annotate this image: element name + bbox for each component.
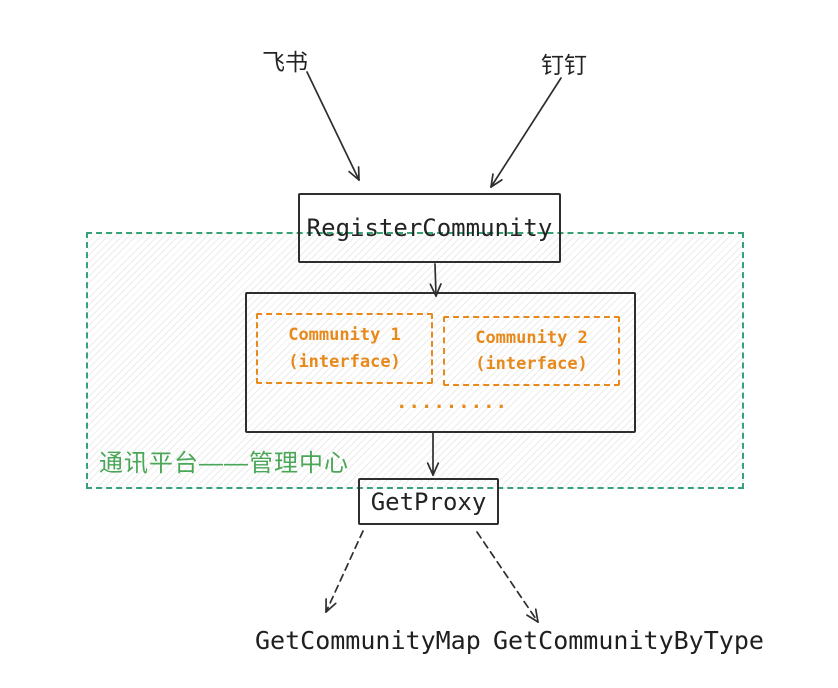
get-community-map-label: GetCommunityMap bbox=[255, 626, 481, 655]
get-proxy-label: GetProxy bbox=[370, 487, 487, 516]
arrow-dingtalk-to-register-head bbox=[490, 173, 494, 188]
platform-container-label: 通讯平台——管理中心 bbox=[99, 450, 349, 477]
arrow-getproxy-to-map-head bbox=[325, 602, 337, 613]
more-communities-ellipsis: ......... bbox=[396, 391, 508, 413]
arrow-feishu-to-register bbox=[306, 71, 360, 181]
arrow-dingtalk-to-register-head bbox=[490, 179, 503, 188]
arrow-getproxy-to-bytype bbox=[476, 531, 539, 623]
community-2-box: Community 2 (interface) bbox=[443, 316, 620, 386]
community-1-box: Community 1 (interface) bbox=[256, 313, 433, 384]
arrow-feishu-to-register-head bbox=[348, 170, 360, 181]
arrow-getproxy-to-map bbox=[325, 530, 364, 613]
get-proxy-box: GetProxy bbox=[358, 478, 499, 525]
community-1-subtitle: (interface) bbox=[288, 351, 401, 372]
community-2-title: Community 2 bbox=[475, 327, 588, 348]
feishu-source-label: 飞书 bbox=[262, 49, 308, 75]
arrow-getproxy-to-bytype-head bbox=[526, 614, 539, 623]
community-1-title: Community 1 bbox=[288, 325, 401, 346]
get-community-by-type-label: GetCommunityByType bbox=[493, 626, 764, 655]
register-community-label: RegisterCommunity bbox=[306, 214, 553, 242]
arrow-dingtalk-to-register bbox=[490, 77, 562, 188]
arrow-getproxy-to-bytype-head bbox=[534, 608, 539, 623]
dingtalk-source-label: 钉钉 bbox=[541, 52, 587, 78]
register-community-box: RegisterCommunity bbox=[298, 193, 561, 263]
community-2-subtitle: (interface) bbox=[475, 354, 588, 374]
